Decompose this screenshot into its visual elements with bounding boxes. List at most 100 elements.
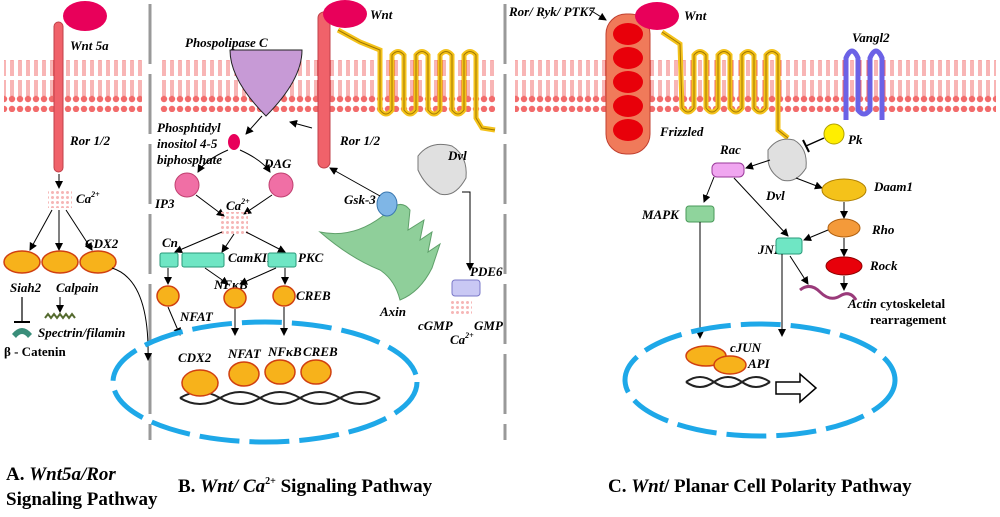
caption-a: A. Wnt5a/Ror	[6, 464, 116, 485]
dvl-shape-c	[767, 138, 807, 182]
panel-a: Wnt 5a Ror 1/2 Ca2+ CDX2 Siah2 Calpain β…	[3, 1, 153, 361]
cjun-label: cJUN	[730, 340, 762, 355]
caption-a-line2: Signaling Pathway	[6, 489, 158, 510]
calcium-cluster-pde6	[450, 300, 472, 316]
spectrin-label: Spectrin/filamin	[38, 325, 125, 340]
dna-strand-b1	[179, 391, 381, 405]
ip3-molecule	[174, 172, 200, 198]
calcium-label-a: Ca2+	[76, 190, 100, 206]
receptor-domain-5	[613, 119, 643, 141]
phospholipase-c-label: Phospolipase C	[185, 35, 268, 50]
daam1-label: Daam1	[873, 179, 913, 194]
receptor-domain-2	[613, 47, 643, 69]
wnt-ligand-c	[635, 2, 679, 30]
jnk-box	[775, 237, 803, 255]
axin-shape	[318, 204, 441, 301]
wnt-ligand-b	[323, 0, 367, 28]
arrow-rho-jnk	[803, 229, 829, 241]
ror-label-a: Ror 1/2	[69, 133, 111, 148]
nuc-cdx2-protein	[181, 369, 219, 397]
api-protein	[713, 355, 747, 375]
ror-label-b: Ror 1/2	[339, 133, 381, 148]
actin-label: Actin cytoskeletal	[847, 296, 946, 311]
nfat-label: NFAT	[179, 309, 214, 324]
arrow-ca-camkii	[221, 233, 235, 253]
dag-molecule	[268, 172, 294, 198]
wnt5a-label: Wnt 5a	[70, 38, 109, 53]
pip-label-1: Phosphtidyl	[157, 120, 221, 135]
caption-b: B. Wnt/ Ca2+ Signaling Pathway	[178, 476, 433, 497]
pip-label-3: biphosphate	[157, 152, 222, 167]
ror-receptor-b	[317, 11, 331, 169]
rac-box	[711, 162, 745, 178]
api-label: API	[747, 356, 771, 371]
siah2-protein	[3, 250, 41, 274]
arrow-ip3-ca	[195, 194, 225, 217]
beta-catenin-shape	[12, 328, 32, 338]
rock-label: Rock	[869, 258, 898, 273]
receptors-label: Ror/ Ryk/ PTK7	[508, 4, 595, 19]
arrow-rac-jnk	[733, 177, 789, 237]
arrow-dvl-pde6	[462, 191, 474, 271]
arrow-camkii-nfkb	[204, 267, 229, 285]
calcium-cluster-b	[220, 212, 248, 234]
arrow-pkc-nfkb	[239, 267, 277, 285]
rac-label: Rac	[719, 142, 741, 157]
calcium-label-b: Ca2+	[226, 197, 250, 213]
receptor-domain-4	[613, 95, 643, 117]
arrow-jnk-actin	[789, 255, 809, 285]
receptor-domain-1	[613, 23, 643, 45]
dag-label: DAG	[263, 156, 292, 171]
arrow-dvl-rac	[745, 159, 771, 170]
arrow-pip-ip3	[197, 149, 229, 173]
nfkb-protein	[223, 287, 247, 309]
nfat-protein	[156, 285, 180, 307]
arrow-ror-plc	[289, 119, 313, 129]
arrow-a-to-nucleus	[111, 267, 153, 361]
frizzled-outline-c	[661, 31, 789, 139]
cgmp-left-label: cGMP	[418, 318, 454, 333]
gsk3-shape	[376, 191, 398, 217]
creb-protein	[272, 285, 296, 307]
cgmp-right-label: GMP	[474, 318, 504, 333]
cn-box	[159, 252, 179, 268]
daam1-shape	[821, 178, 867, 202]
nuc-nfat-label: NFAT	[227, 346, 262, 361]
membrane-a	[4, 60, 142, 112]
vangl2-shape	[843, 48, 885, 120]
rho-label: Rho	[871, 222, 895, 237]
cdx2-label-a: CDX2	[85, 236, 119, 251]
camkii-box	[181, 252, 225, 268]
camkii-label: CamKII	[228, 250, 273, 265]
frizzled-outline-b	[337, 29, 496, 131]
mapk-box	[685, 205, 715, 223]
arrow-a4	[65, 209, 93, 251]
nuc-cdx2-label: CDX2	[178, 350, 212, 365]
pk-shape	[823, 123, 845, 145]
arrow-pip-dag	[239, 149, 271, 173]
ip3-label: IP3	[154, 196, 175, 211]
spectrin-shape	[44, 312, 76, 320]
nucleus-c	[622, 321, 898, 439]
transcription-arrow	[775, 372, 818, 404]
nuc-creb-label: CREB	[303, 344, 338, 359]
pk-label: Pk	[848, 132, 863, 147]
arrow-dvl-daam1	[795, 177, 823, 190]
rho-shape	[827, 218, 861, 238]
creb-label: CREB	[296, 288, 331, 303]
receptor-domain-3	[613, 71, 643, 93]
nucleus-b	[110, 319, 420, 445]
pkc-box	[267, 252, 297, 268]
arrow-receptors	[589, 9, 607, 21]
arrow-ca-cn	[174, 231, 223, 253]
dna-strand-c2	[685, 376, 771, 388]
gsk3-label: Gsk-3	[344, 192, 376, 207]
panel-b: Phospolipase C Wnt Ror 1/2 Phosphtidyl i…	[110, 0, 504, 445]
calcium-label-pde6: Ca2+	[450, 331, 474, 347]
nuc-nfkb-label: NFκB	[267, 344, 302, 359]
panel-c: Ror/ Ryk/ PTK7 Wnt Frizzled Vangl2 Pk Dv…	[508, 2, 947, 439]
dna-strand-b2	[179, 391, 381, 405]
wnt5a-ligand	[63, 1, 107, 31]
actin-filament	[799, 285, 858, 301]
